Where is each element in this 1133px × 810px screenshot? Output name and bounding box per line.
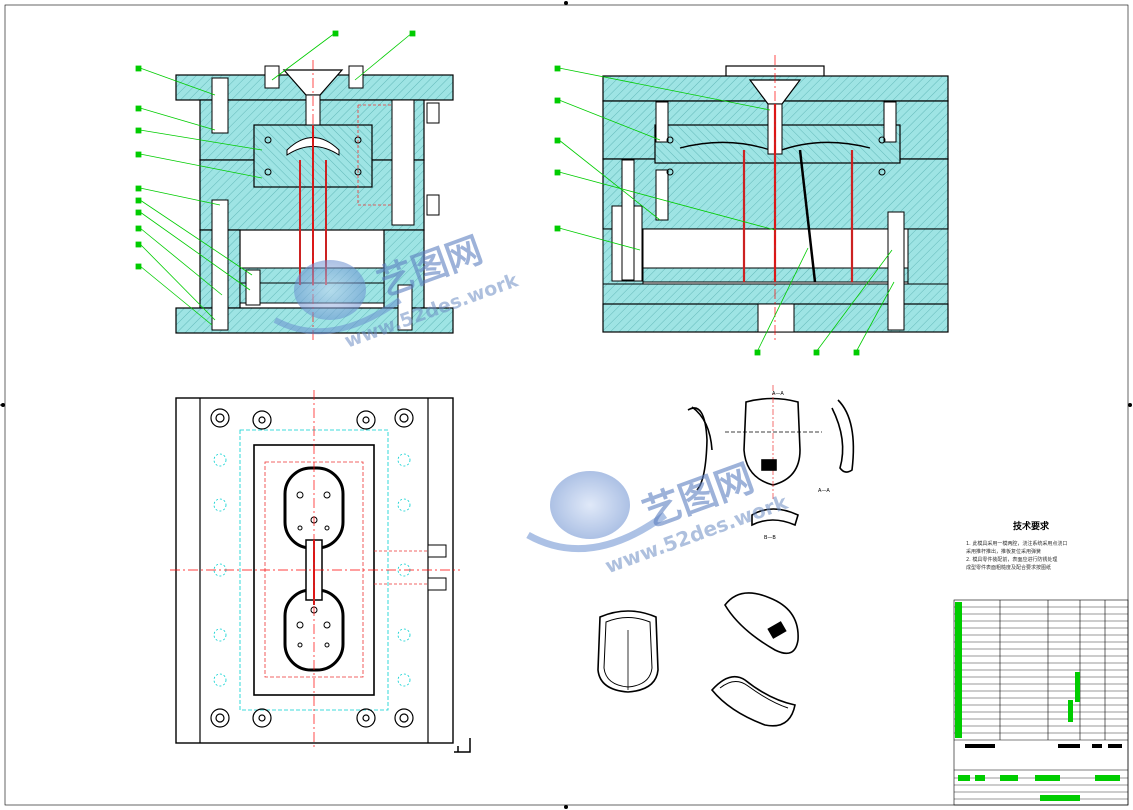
tech-line-4: 成型零件表面粗糙度及配合要求按图纸 (966, 565, 1052, 571)
title-block-blacks (965, 744, 1122, 748)
section-label-a: A—A (772, 391, 784, 397)
tech-requirements-title: 技术要求 (1013, 522, 1050, 532)
part-views (597, 385, 855, 727)
title-block-cells (955, 602, 1120, 801)
front-section-view (135, 30, 454, 340)
plan-view (170, 390, 471, 753)
tech-line-1: 1. 此模具采用一模两腔，浇注系统采用点浇口 (966, 541, 1068, 547)
section-label-a-side: A—A (818, 488, 830, 494)
section-label-b: B—B (764, 535, 776, 541)
tech-line-2: 采用推杆推出，推板复位采用弹簧 (966, 549, 1042, 555)
rotated-corner-mark (454, 738, 471, 753)
side-section-view (554, 55, 949, 356)
title-block (953, 599, 1129, 806)
watermark-globe-1 (273, 260, 402, 335)
tech-line-3: 2. 模具零件装配前，表面应进行防锈处理 (966, 557, 1058, 563)
watermark-globe-2 (526, 471, 668, 553)
